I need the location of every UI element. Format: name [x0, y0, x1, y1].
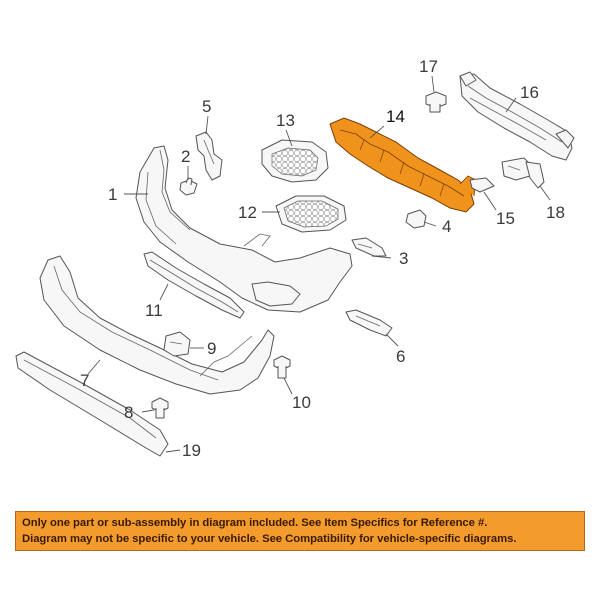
part-5-bracket [195, 131, 223, 181]
callout-10: 10 [292, 393, 311, 412]
callout-9: 9 [207, 339, 216, 358]
disclaimer-line-2: Diagram may not be specific to your vehi… [22, 533, 517, 545]
part-16-reinforcement-beam [459, 71, 575, 161]
callout-5: 5 [202, 97, 211, 116]
part-7-lower-valance [39, 255, 275, 395]
callout-labels: 1 2 3 4 5 6 7 8 9 10 11 12 13 14 15 16 1… [80, 57, 565, 460]
part-9-bracket [163, 331, 191, 357]
part-11-lower-grille [143, 251, 245, 319]
part-3-bracket [351, 237, 387, 257]
callout-18: 18 [546, 203, 565, 222]
callout-12: 12 [238, 203, 257, 222]
leader-lines [87, 75, 551, 453]
part-12-grille-insert [275, 195, 347, 233]
part-1-bumper-cover [135, 145, 353, 313]
part-8-bolt [151, 397, 169, 419]
part-14-energy-absorber-highlighted [329, 117, 477, 213]
part-6-bracket [345, 309, 393, 337]
part-10-bolt [273, 355, 291, 379]
part-19-strip [15, 351, 169, 457]
callout-4: 4 [442, 217, 451, 236]
callout-8: 8 [124, 403, 133, 422]
callout-7: 7 [80, 371, 89, 390]
disclaimer-banner: Only one part or sub-assembly in diagram… [15, 511, 585, 551]
callout-16: 16 [520, 83, 539, 102]
exploded-parts-diagram: 1 2 3 4 5 6 7 8 9 10 11 12 13 14 15 16 1… [15, 57, 575, 460]
part-17-bolt [425, 91, 447, 113]
callout-2: 2 [181, 147, 190, 166]
disclaimer-line-1: Only one part or sub-assembly in diagram… [22, 517, 488, 529]
part-2-clip [179, 177, 198, 196]
part-18-bracket [501, 157, 545, 189]
callout-13: 13 [276, 111, 295, 130]
callout-1: 1 [108, 185, 117, 204]
callout-15: 15 [496, 209, 515, 228]
callout-3: 3 [399, 249, 408, 268]
part-13-fog-lamp-bezel [261, 139, 329, 183]
callout-19: 19 [182, 441, 201, 460]
part-15-bracket [469, 177, 495, 193]
highlighted-part-body [329, 117, 475, 213]
callout-11: 11 [145, 301, 163, 320]
part-4-clip [405, 209, 427, 229]
callout-14-highlighted: 14 [386, 107, 405, 126]
callout-17: 17 [419, 57, 438, 76]
callout-6: 6 [396, 347, 405, 366]
